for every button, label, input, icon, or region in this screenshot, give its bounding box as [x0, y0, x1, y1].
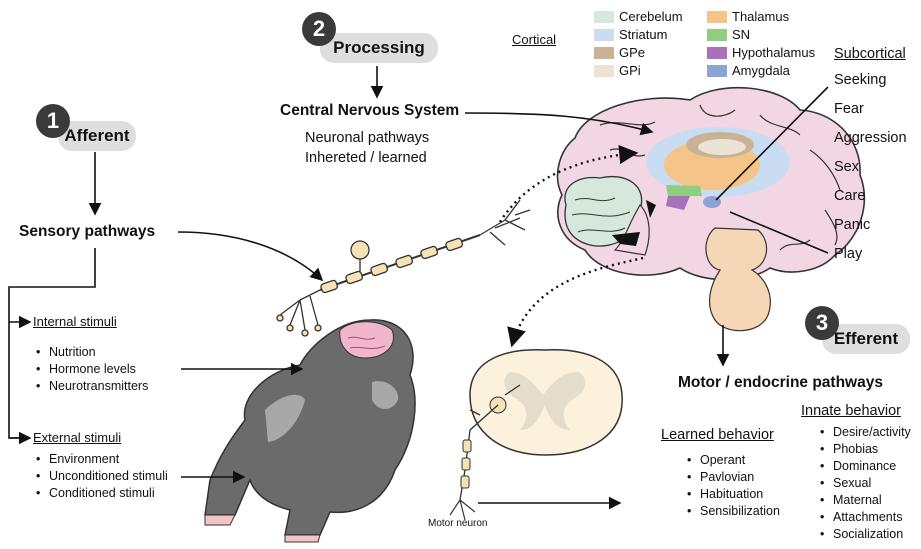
list-item: Pavlovian	[700, 469, 780, 486]
subcortical-list: Seeking Fear Aggression Sex Care Panic P…	[834, 66, 907, 269]
legend-label-amygdala: Amygdala	[732, 63, 790, 79]
sensory-neuron-illustration	[277, 200, 530, 336]
legend-label-gpi: GPi	[619, 63, 641, 79]
spinal-cord-illustration	[450, 350, 622, 520]
step-3-badge: 3	[805, 306, 839, 340]
step-1-badge: 1	[36, 104, 70, 138]
legend-swatch-striatum	[594, 29, 614, 41]
list-item: Conditioned stimuli	[49, 485, 168, 502]
legend-label-striatum: Striatum	[619, 27, 667, 43]
afferent-label: Afferent	[58, 121, 136, 151]
list-item: Sensibilization	[700, 503, 780, 520]
motor-neuron-label: Motor neuron	[428, 518, 487, 529]
step-2-badge: 2	[302, 12, 336, 46]
list-item: Play	[834, 240, 907, 269]
motor-endocrine-label: Motor / endocrine pathways	[678, 374, 883, 392]
brain-illustration	[558, 88, 865, 331]
legend-label-thalamus: Thalamus	[732, 9, 789, 25]
internal-stimuli-list: Nutrition Hormone levels Neurotransmitte…	[35, 344, 148, 395]
learned-behavior-list: Operant Pavlovian Habituation Sensibiliz…	[686, 452, 780, 520]
sensory-pathways-label: Sensory pathways	[19, 223, 155, 241]
list-item: Fear	[834, 95, 907, 124]
list-item: Dominance	[833, 458, 911, 475]
gorilla-illustration	[205, 320, 415, 542]
legend-swatch-cerebelum	[594, 11, 614, 23]
legend-label-gpe: GPe	[619, 45, 645, 61]
innate-behavior-title: Innate behavior	[801, 403, 901, 419]
legend-label-cerebelum: Cerebelum	[619, 9, 683, 25]
list-item: Operant	[700, 452, 780, 469]
external-stimuli-title: External stimuli	[33, 430, 121, 445]
legend-swatch-hypothalamus	[707, 47, 727, 59]
legend-swatch-gpi	[594, 65, 614, 77]
learned-behavior-title: Learned behavior	[661, 427, 774, 443]
legend-label-sn: SN	[732, 27, 750, 43]
cns-title: Central Nervous System	[280, 102, 459, 120]
list-item: Seeking	[834, 66, 907, 95]
list-item: Habituation	[700, 486, 780, 503]
list-item: Attachments	[833, 509, 911, 526]
legend-swatch-amygdala	[707, 65, 727, 77]
list-item: Unconditioned stimuli	[49, 468, 168, 485]
list-item: Maternal	[833, 492, 911, 509]
list-item: Sex	[834, 153, 907, 182]
list-item: Hormone levels	[49, 361, 148, 378]
internal-stimuli-title: Internal stimuli	[33, 314, 117, 329]
list-item: Panic	[834, 211, 907, 240]
list-item: Socialization	[833, 526, 911, 543]
list-item: Phobias	[833, 441, 911, 458]
list-item: Aggression	[834, 124, 907, 153]
cns-line-2: Inhereted / learned	[305, 150, 427, 166]
cns-line-1: Neuronal pathways	[305, 130, 429, 146]
legend-label-hypothalamus: Hypothalamus	[732, 45, 815, 61]
list-item: Neurotransmitters	[49, 378, 148, 395]
innate-behavior-list: Desire/activity Phobias Dominance Sexual…	[819, 424, 911, 543]
processing-label: Processing	[320, 33, 438, 63]
list-item: Environment	[49, 451, 168, 468]
list-item: Nutrition	[49, 344, 148, 361]
external-stimuli-list: Environment Unconditioned stimuli Condit…	[35, 451, 168, 502]
cortical-label: Cortical	[512, 32, 556, 47]
legend-swatch-gpe	[594, 47, 614, 59]
list-item: Care	[834, 182, 907, 211]
legend-swatch-thalamus	[707, 11, 727, 23]
list-item: Sexual	[833, 475, 911, 492]
legend-swatch-sn	[707, 29, 727, 41]
list-item: Desire/activity	[833, 424, 911, 441]
subcortical-label: Subcortical	[834, 46, 906, 62]
